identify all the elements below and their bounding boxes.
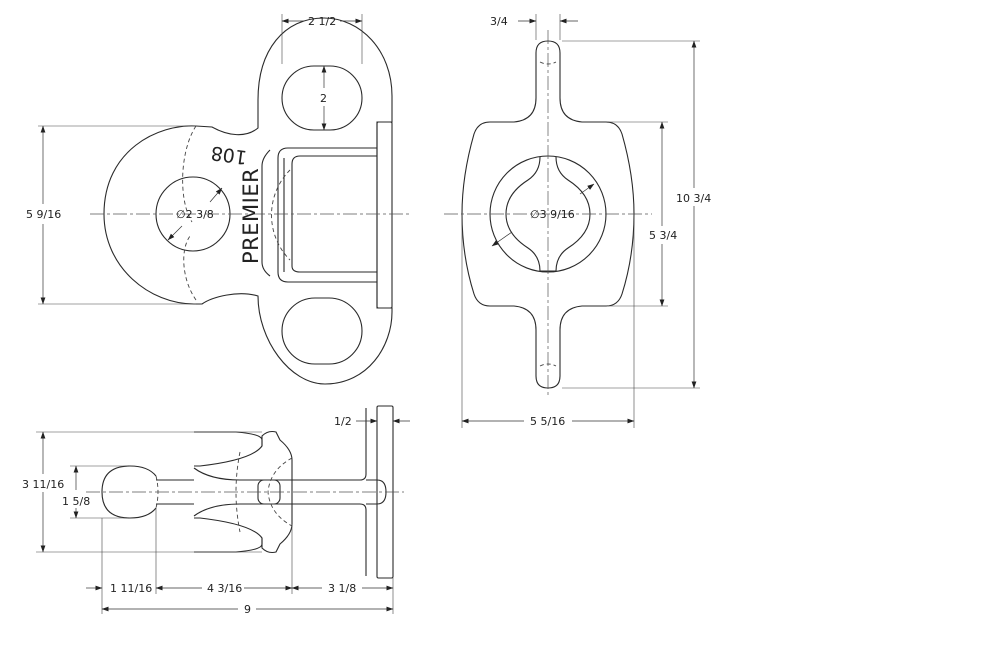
dim-front-overall-height: 5 9/16 (26, 208, 61, 221)
dim-flange-length: 3 1/8 (328, 582, 356, 595)
front-hidden-body (271, 169, 291, 261)
front-view-outline (103, 17, 393, 385)
top-flange-joint (366, 479, 377, 505)
front-lower-slot (281, 297, 363, 365)
dim-middle-length: 4 3/16 (207, 582, 242, 595)
dim-side-overall-width: 5 5/16 (530, 415, 565, 428)
front-hidden-eye (182, 125, 197, 223)
dim-plate-thickness: 1/2 (334, 415, 352, 428)
top-eye-top (129, 465, 157, 477)
front-flange-plate (376, 121, 393, 309)
top-body (261, 430, 293, 554)
dim-slot-width: 2 1/2 (308, 15, 336, 28)
dim-eye-diameter: ∅2 3/8 (176, 208, 214, 221)
front-body-box (277, 147, 377, 283)
dim-bore-diameter: ∅3 9/16 (530, 208, 575, 221)
dim-flange-thickness: 3/4 (490, 15, 508, 28)
dim-slot-height: 2 (320, 92, 327, 105)
dim-side-overall-height: 10 3/4 (676, 192, 711, 205)
front-body-inner (291, 155, 377, 273)
top-upper-arm (194, 431, 263, 467)
top-view: 1/2 3 11/16 1 5/8 1 11/16 4 3/16 3 1/8 9 (22, 405, 410, 616)
top-eye (101, 465, 157, 519)
dim-body-height: 5 3/4 (649, 229, 677, 242)
dim-top-overall-height: 3 11/16 (22, 478, 64, 491)
top-upper-web (193, 408, 367, 481)
front-body-fillet (261, 149, 271, 277)
model-number-marking: 108 (209, 141, 248, 168)
top-body-hidden-b (267, 457, 293, 527)
top-lower-arm (194, 517, 263, 553)
top-body-hidden-a (235, 451, 241, 533)
dim-top-overall-length: 9 (244, 603, 251, 616)
dim-eye-length: 1 11/16 (110, 582, 152, 595)
brand-marking: PREMIER (239, 168, 263, 264)
front-view: PREMIER 108 108 2 1/2 2 5 9/16 ∅2 3/8 (26, 14, 412, 385)
top-lower-web (193, 503, 367, 576)
front-hidden-eye2 (183, 235, 197, 301)
side-view: 3/4 ∅3 9/16 5 3/4 10 3/4 5 5/16 (444, 14, 711, 428)
dim-eye-height: 1 5/8 (62, 495, 90, 508)
